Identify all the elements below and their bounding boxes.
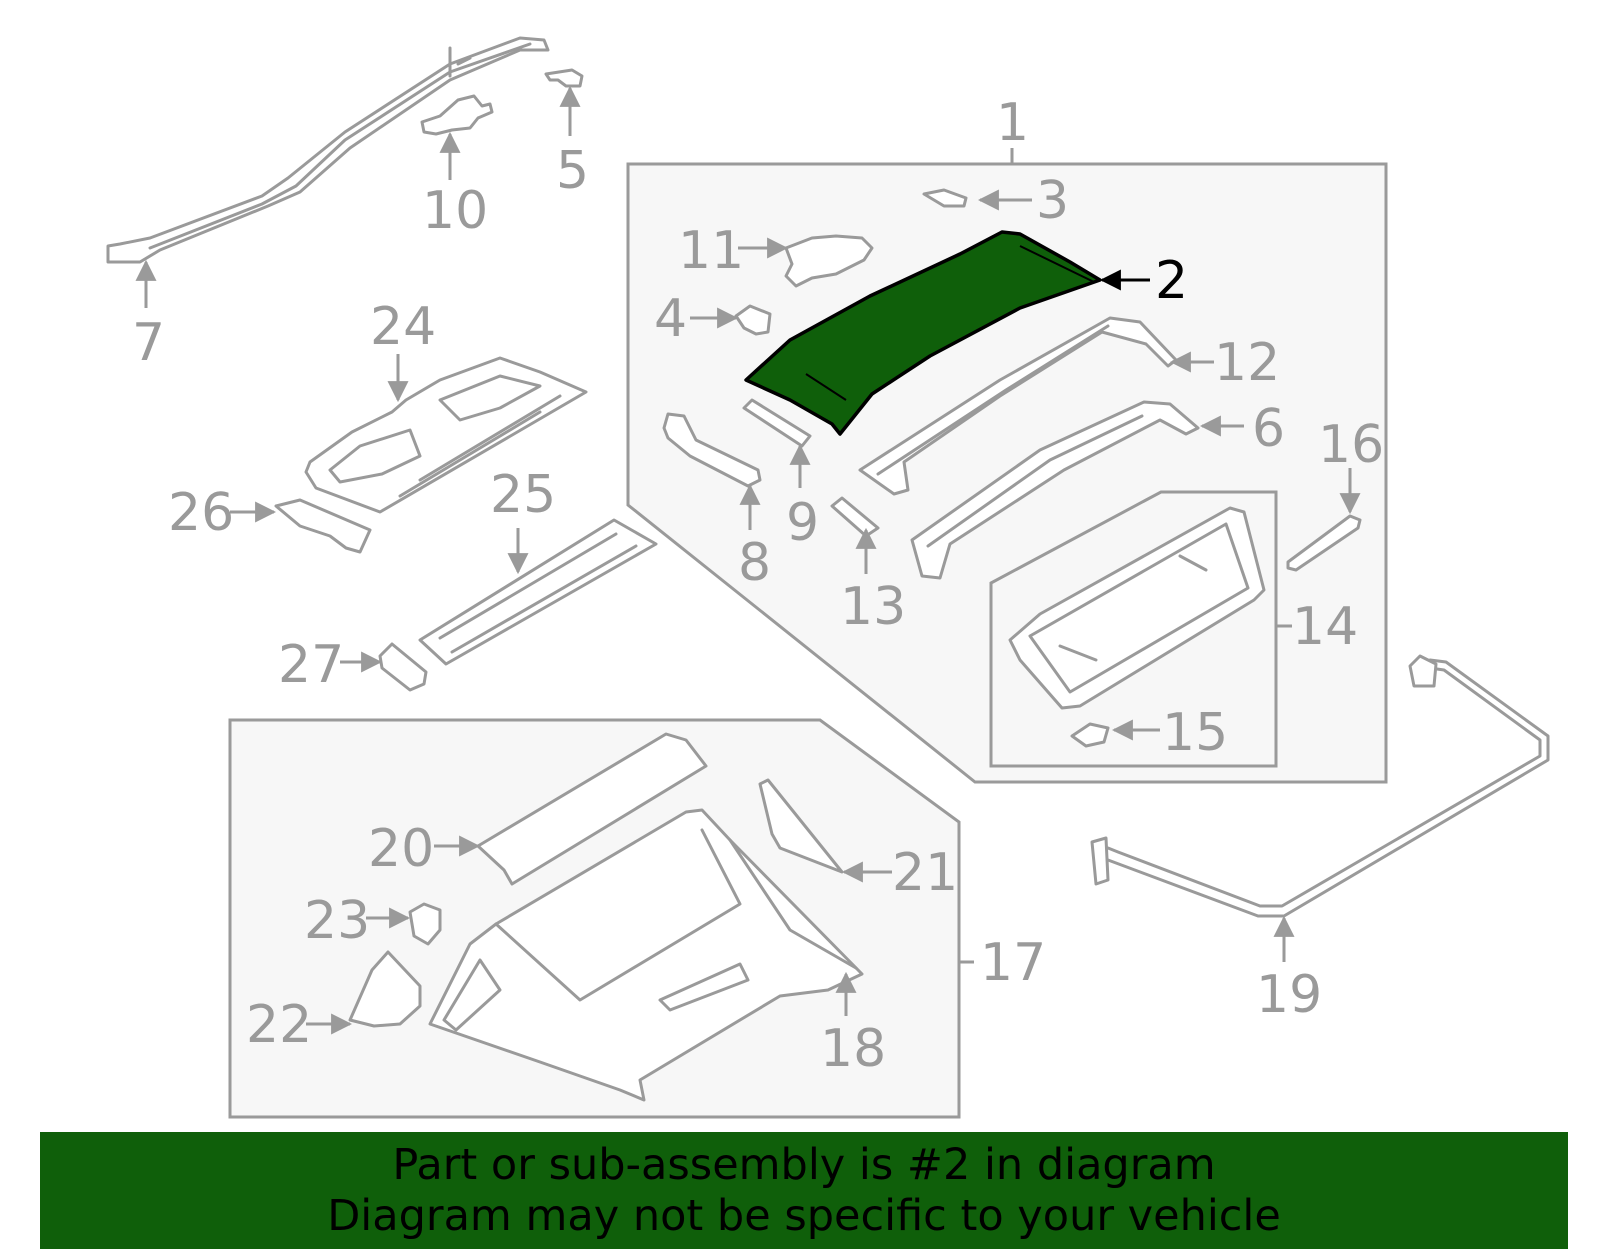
part-10-bracket[interactable]: [420, 94, 494, 136]
callout-23: 23: [304, 891, 370, 951]
part-22-cover[interactable]: [348, 950, 422, 1028]
callout-14: 14: [1292, 597, 1358, 657]
callout-27: 27: [278, 635, 344, 695]
callout-6: 6: [1252, 399, 1285, 459]
callout-24: 24: [370, 297, 436, 357]
part-13-clip[interactable]: [830, 496, 880, 538]
part-6-roof-frame[interactable]: [910, 400, 1200, 580]
part-26-bracket[interactable]: [274, 498, 372, 554]
callout-18: 18: [820, 1019, 886, 1079]
callout-1: 1: [996, 93, 1029, 153]
banner-line-2: Diagram may not be specific to your vehi…: [327, 1191, 1281, 1241]
part-20-trim[interactable]: [476, 732, 708, 886]
callout-3: 3: [1036, 171, 1069, 231]
part-5-clip[interactable]: [544, 68, 584, 88]
callout-5: 5: [556, 141, 589, 201]
callout-17: 17: [980, 933, 1046, 993]
callout-15: 15: [1162, 703, 1228, 763]
callout-2: 2: [1155, 251, 1188, 311]
banner-line-1: Part or sub-assembly is #2 in diagram: [392, 1140, 1216, 1190]
part-19-seal[interactable]: [1090, 654, 1550, 918]
part-12-roof-frame[interactable]: [858, 316, 1178, 496]
callout-10: 10: [422, 181, 488, 241]
callout-11: 11: [678, 221, 744, 281]
part-14-rear-window[interactable]: [1008, 506, 1266, 710]
callout-26: 26: [168, 483, 234, 543]
callout-8: 8: [738, 533, 771, 593]
part-8-rail[interactable]: [662, 412, 762, 488]
info-banner: Part or sub-assembly is #2 in diagram Di…: [40, 1132, 1568, 1249]
part-25-rear-panel[interactable]: [418, 518, 658, 666]
part-21-trim[interactable]: [758, 778, 844, 874]
part-27-hinge[interactable]: [378, 642, 428, 692]
callout-19: 19: [1256, 965, 1322, 1025]
callout-22: 22: [246, 995, 312, 1055]
callout-25: 25: [490, 465, 556, 525]
part-11-latch[interactable]: [784, 234, 874, 288]
callout-21: 21: [892, 843, 958, 903]
callout-7: 7: [132, 313, 165, 373]
part-24-parcel-shelf[interactable]: [304, 356, 588, 514]
part-15-clip[interactable]: [1070, 722, 1110, 748]
callout-20: 20: [368, 819, 434, 879]
part-9-strip[interactable]: [742, 398, 812, 448]
callout-4: 4: [654, 289, 687, 349]
part-3-clip[interactable]: [922, 188, 968, 208]
callout-16: 16: [1318, 415, 1384, 475]
callout-13: 13: [840, 577, 906, 637]
callout-9: 9: [786, 493, 819, 553]
part-7-side-rail[interactable]: [106, 36, 550, 264]
callout-12: 12: [1214, 333, 1280, 393]
part-4-clip[interactable]: [734, 304, 772, 336]
part-23-clip[interactable]: [408, 902, 442, 946]
part-16-strip[interactable]: [1286, 514, 1362, 572]
